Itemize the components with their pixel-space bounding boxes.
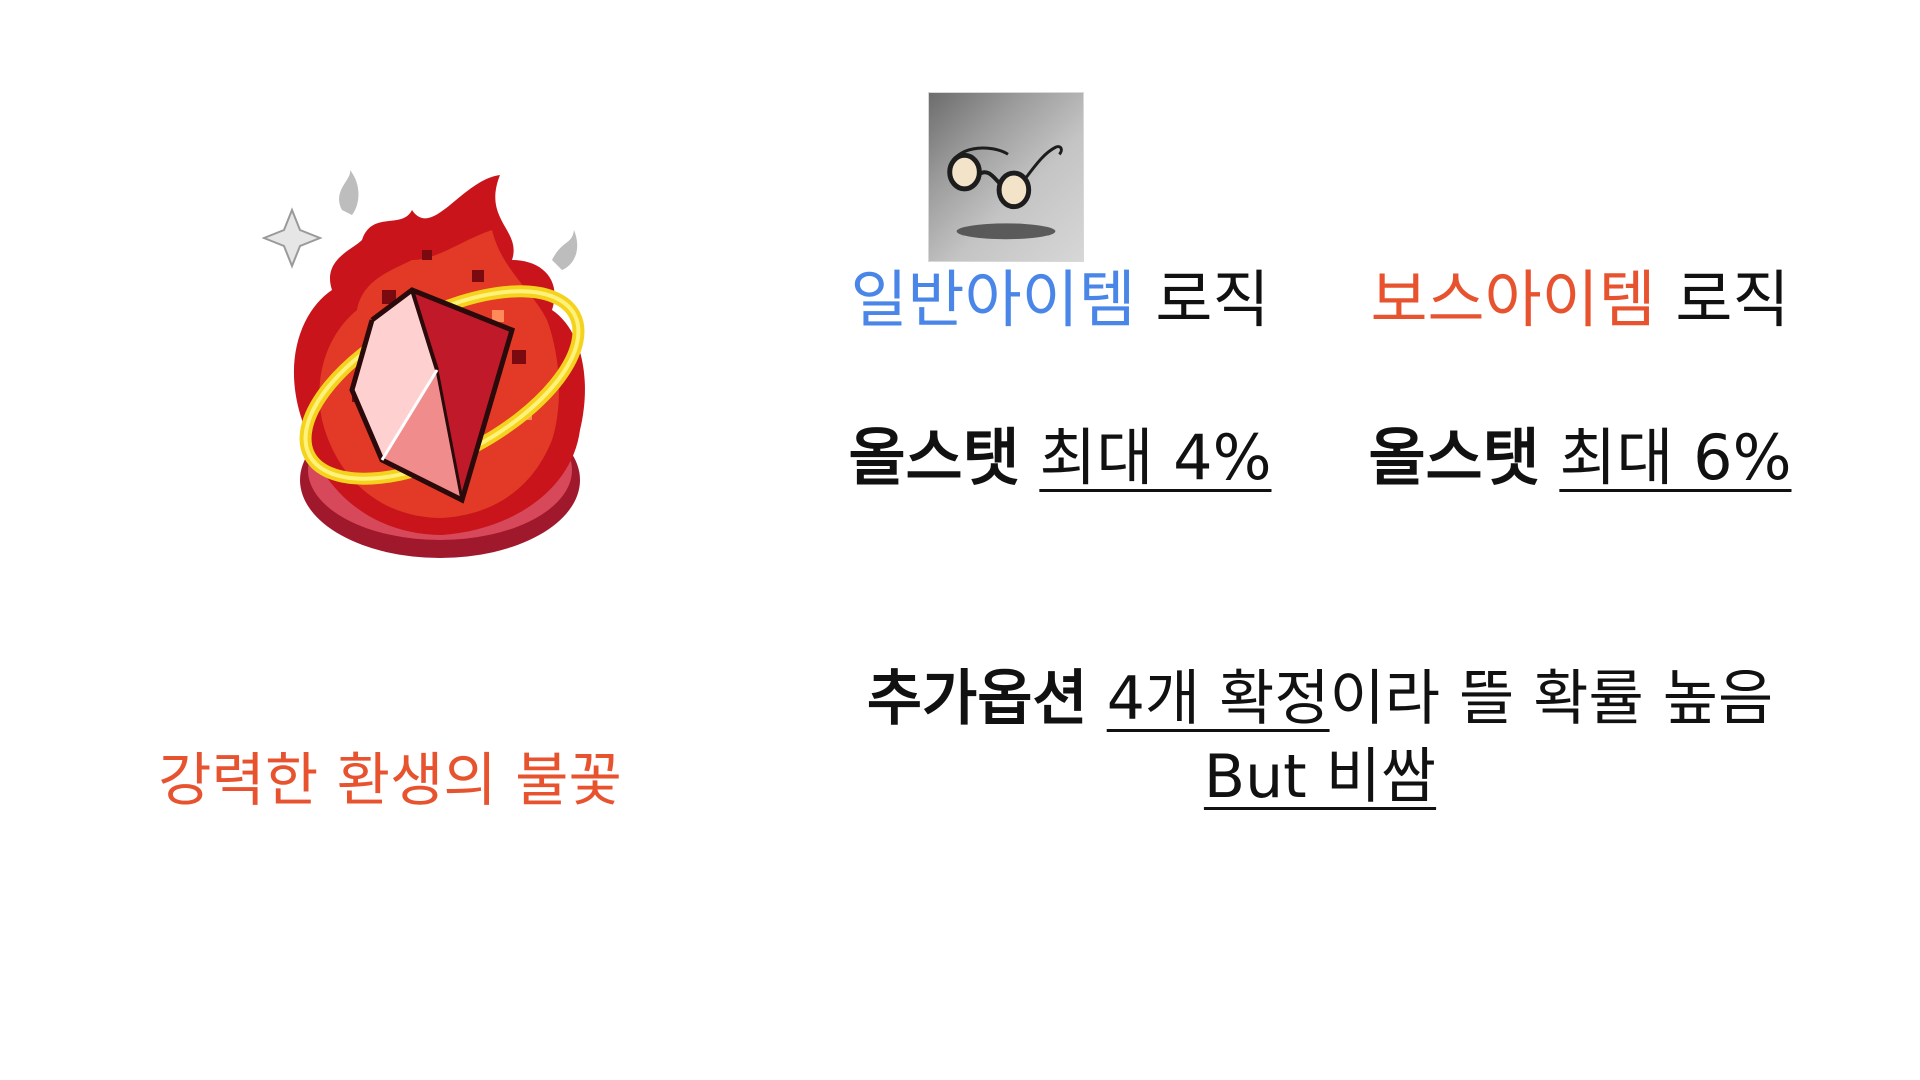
extra-option-underlined: 4개 확정 — [1106, 664, 1330, 734]
extra-option-but: But 비쌈 — [1203, 742, 1437, 812]
extra-option-note: 추가옵션 4개 확정이라 뜰 확률 높음 But 비쌈 — [780, 660, 1860, 816]
normal-item-logic-title: 일반아이템 로직 — [780, 262, 1340, 338]
normal-stat-value: 최대 4% — [1039, 421, 1272, 494]
normal-logic-suffix: 로직 — [1135, 263, 1270, 336]
boss-stat-value: 최대 6% — [1559, 421, 1792, 494]
extra-option-rest: 이라 뜰 확률 높음 — [1329, 664, 1774, 734]
boss-item-logic-title: 보스아이템 로직 — [1300, 262, 1860, 338]
extra-option-line: 추가옵션 4개 확정이라 뜰 확률 높음 — [780, 660, 1860, 738]
normal-stat-line: 올스탯 최대 4% — [780, 420, 1340, 496]
boss-logic-suffix: 로직 — [1655, 263, 1790, 336]
normal-stat-label: 올스탯 — [848, 421, 1020, 494]
boss-item-highlight: 보스아이템 — [1370, 263, 1656, 336]
extra-option-label: 추가옵션 — [866, 664, 1088, 734]
glasses-icon — [928, 92, 1084, 262]
boss-stat-label: 올스탯 — [1368, 421, 1540, 494]
normal-item-highlight: 일반아이템 — [850, 263, 1136, 336]
extra-option-but-line: But 비쌈 — [780, 738, 1860, 816]
flame-of-rebirth-icon — [262, 170, 608, 570]
boss-stat-line: 올스탯 최대 6% — [1300, 420, 1860, 496]
item-caption: 강력한 환생의 불꽃 — [158, 746, 622, 814]
